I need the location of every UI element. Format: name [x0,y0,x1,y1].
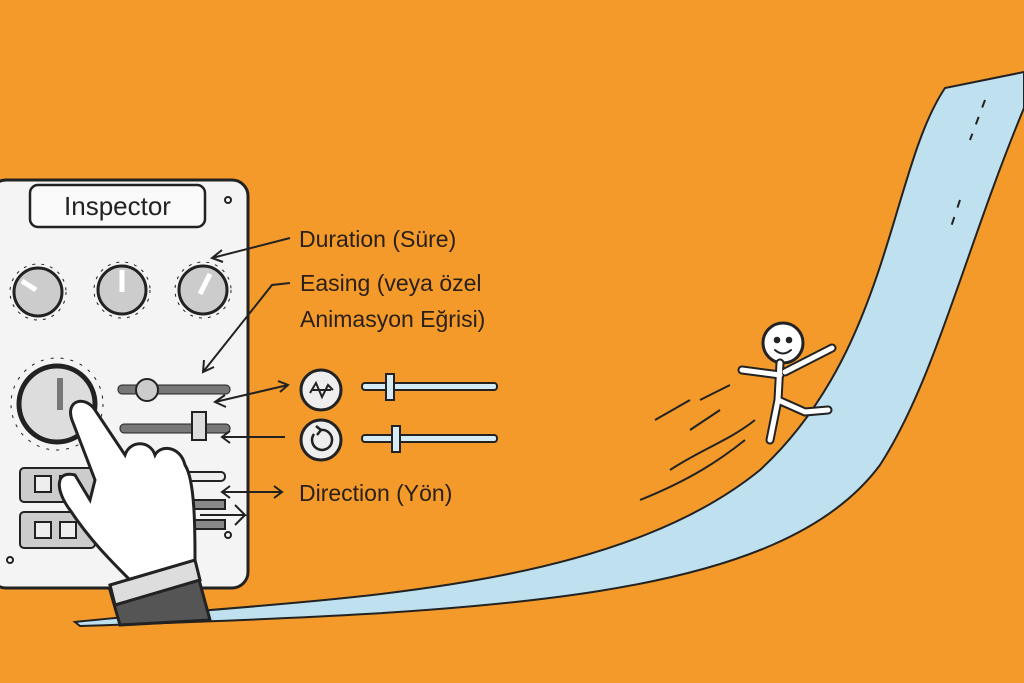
panel-slider-1[interactable] [117,378,231,402]
pointing-hand [57,399,212,627]
easing-curve-icon[interactable] [299,368,343,412]
knob-2[interactable] [93,261,151,319]
knob-3[interactable] [174,261,232,319]
loop-icon[interactable] [299,418,343,462]
stick-figure [737,321,837,445]
curved-ramp [72,70,1024,628]
easing-label-line2: Animasyon Eğrisi) [300,306,486,332]
annotation-arrows [201,237,291,499]
easing-label-line1: Easing (veya özel [300,270,482,296]
direction-label: Direction (Yön) [299,480,453,506]
inspector-title: Inspector [64,191,171,221]
easing-slider[interactable] [361,373,498,401]
motion-lines [639,384,756,501]
panel-slider-2[interactable] [119,411,231,441]
loop-slider[interactable] [361,425,498,453]
duration-label: Duration (Süre) [299,226,457,252]
knob-1[interactable] [9,263,67,321]
